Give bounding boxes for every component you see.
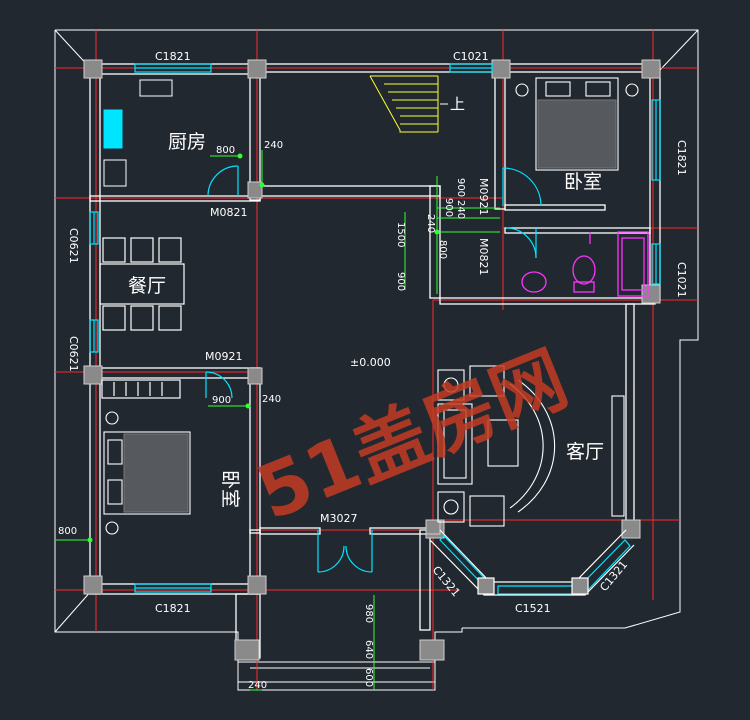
dim-800-left: 800 (58, 526, 77, 537)
dim-240-kitchen: 240 (264, 140, 283, 151)
dining-set (99, 237, 185, 331)
room-label-bedroom-sw: 卧室 (219, 470, 241, 508)
window-code-c1021-top: C1021 (453, 50, 489, 63)
door-code-m0921-bed-ne: M0921 (477, 178, 490, 216)
dim-900-c: 900 (395, 272, 406, 291)
stair (369, 75, 448, 133)
room-label-living: 客厅 (566, 441, 604, 463)
outer-frame (54, 29, 699, 691)
room-label-kitchen: 厨房 (168, 131, 206, 153)
window-code-c1821-bottom: C1821 (155, 602, 191, 615)
window-code-c0621-lower: C0621 (67, 336, 80, 372)
window-code-c1821-top: C1821 (155, 50, 191, 63)
dim-240-a: 240 (455, 200, 466, 219)
watermark-text: 51盖房网 (245, 336, 579, 537)
dim-980: 980 (363, 604, 374, 623)
dim-640: 640 (363, 640, 374, 659)
stair-up-label: 上 (450, 95, 465, 113)
beds (103, 77, 639, 535)
dim-240-b: 240 (425, 214, 436, 233)
sofa-set (437, 365, 625, 527)
kitchen-fixtures (103, 79, 173, 187)
window-code-c1021-right: C1021 (675, 262, 688, 298)
dim-900-b: 900 (443, 198, 454, 217)
dim-600: 600 (363, 668, 374, 687)
dim-240-sw: 240 (262, 394, 281, 405)
dim-1500: 1500 (395, 222, 406, 247)
columns (83, 59, 661, 661)
window-code-c1821-right: C1821 (675, 140, 688, 176)
door-code-m0921-bed-sw: M0921 (205, 350, 243, 363)
dim-900-a: 900 (455, 178, 466, 197)
door-code-m0821-bath: M0821 (477, 238, 490, 276)
dimension-lines (56, 150, 500, 691)
wardrobe (101, 379, 181, 399)
door-code-m3027: M3027 (320, 512, 358, 525)
room-label-bedroom-ne: 卧室 (564, 171, 602, 193)
dim-240-bottom: 240 (248, 680, 267, 691)
dim-800-c: 800 (437, 240, 448, 259)
elevation-label: ±0.000 (350, 356, 391, 369)
door-code-m0821-kitchen: M0821 (210, 206, 248, 219)
doors (205, 165, 542, 573)
window-code-c0621-upper: C0621 (67, 228, 80, 264)
bay-window (429, 529, 635, 596)
dim-800-kitchen: 800 (216, 145, 235, 156)
window-code-c1521: C1521 (515, 602, 551, 615)
dim-900-sw: 900 (212, 395, 231, 406)
bathroom-fixtures (521, 231, 649, 297)
room-label-dining: 餐厅 (128, 275, 166, 297)
